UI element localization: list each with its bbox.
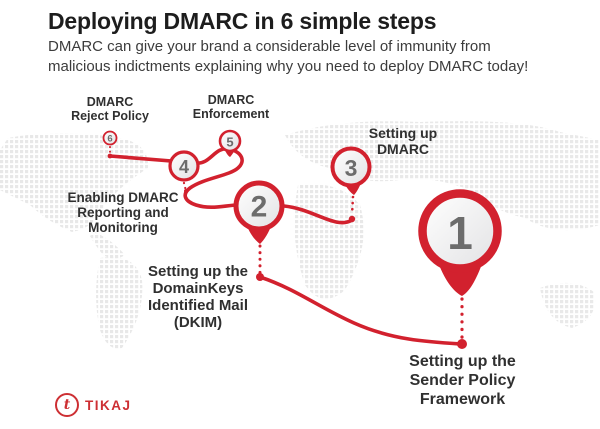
step-3-number: 3 (345, 155, 358, 181)
step-5-label: DMARC Enforcement (192, 93, 270, 121)
page-subtitle: DMARC can give your brand a considerable… (48, 38, 529, 75)
step-4-marker (168, 150, 200, 182)
dotted-connectors (109, 146, 464, 340)
step-1-label: Setting up the Sender Policy Framework (409, 353, 516, 408)
step-5-number: 5 (226, 135, 233, 150)
step-6-number: 6 (107, 134, 112, 145)
step-2-number: 2 (251, 191, 268, 224)
step-4-label: Enabling DMARC Reporting and Monitoring (67, 190, 179, 235)
step-2-marker (233, 180, 285, 232)
tikaj-logo: t TIKAJ (55, 393, 132, 417)
step-numbers: 1 2 3 4 5 6 (107, 134, 472, 260)
tikaj-logo-text: TIKAJ (85, 397, 132, 413)
path-lower-segment (258, 275, 463, 346)
step-1-marker (418, 189, 502, 273)
step-markers (102, 129, 502, 273)
step-2-label: Setting up the DomainKeys Identified Mai… (147, 263, 248, 331)
step-4-number: 4 (179, 157, 189, 177)
step-3-marker (330, 146, 372, 188)
path-anchor-dots (107, 153, 467, 349)
step-5-marker (218, 129, 242, 153)
step-1-number: 1 (447, 207, 473, 259)
tikaj-logo-icon: t (55, 393, 79, 417)
step-6-label: DMARC Reject Policy (71, 95, 149, 123)
page-title: Deploying DMARC in 6 simple steps (48, 8, 437, 34)
step-6-marker (102, 130, 118, 146)
step-3-label: Setting up DMARC (368, 125, 438, 157)
